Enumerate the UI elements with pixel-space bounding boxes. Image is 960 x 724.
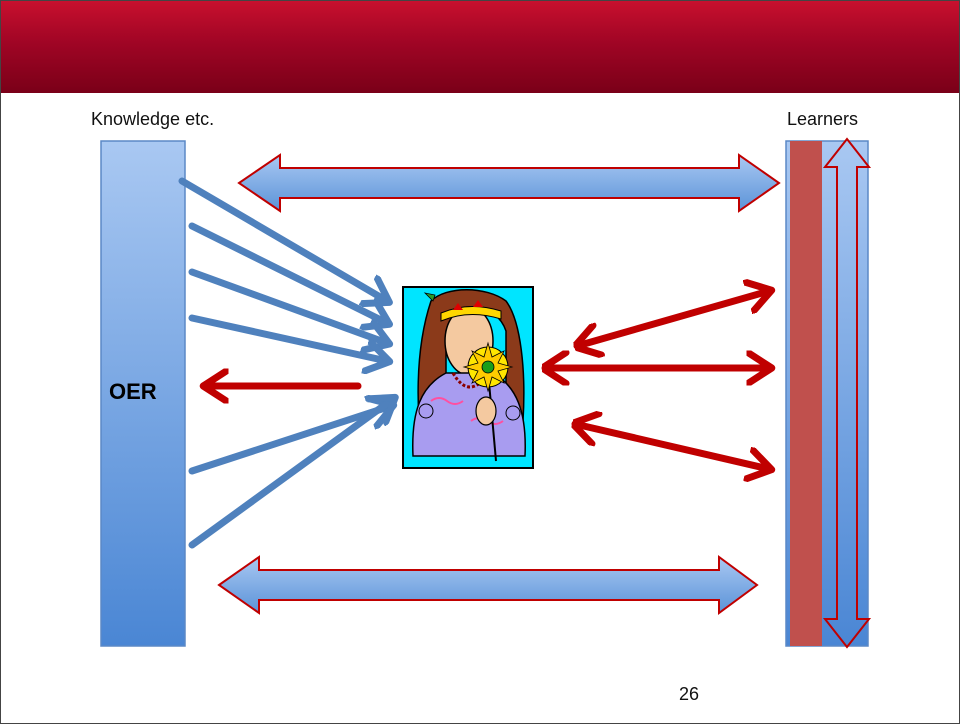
bottom-double-arrow: [217, 555, 759, 615]
red-double-arrows: [541, 291, 769, 469]
learners-bar: [785, 137, 872, 649]
learners-label: Learners: [787, 109, 859, 129]
oer-label: OER: [109, 379, 157, 404]
blue-arrow-6: [188, 399, 393, 549]
learners-vertical-double-arrow: [822, 137, 872, 649]
clip-art-picture: [402, 286, 534, 469]
blue-arrow-1: [178, 177, 387, 301]
red-double-arrow-1: [577, 291, 769, 346]
title-bar: [1, 1, 959, 93]
oer-bar: [100, 140, 186, 647]
blue-arrow-3: [188, 268, 387, 343]
blue-arrow-5: [188, 406, 391, 475]
knowledge-label: Knowledge etc.: [91, 109, 215, 129]
blue-arrow-2: [188, 222, 387, 323]
sunflower-icon: [462, 341, 514, 393]
red-double-arrow-3: [575, 424, 769, 469]
page-number: 26: [679, 684, 700, 704]
top-double-arrow: [237, 153, 781, 213]
blue-arrow-4: [188, 314, 387, 361]
blue-arrows: [178, 177, 393, 549]
